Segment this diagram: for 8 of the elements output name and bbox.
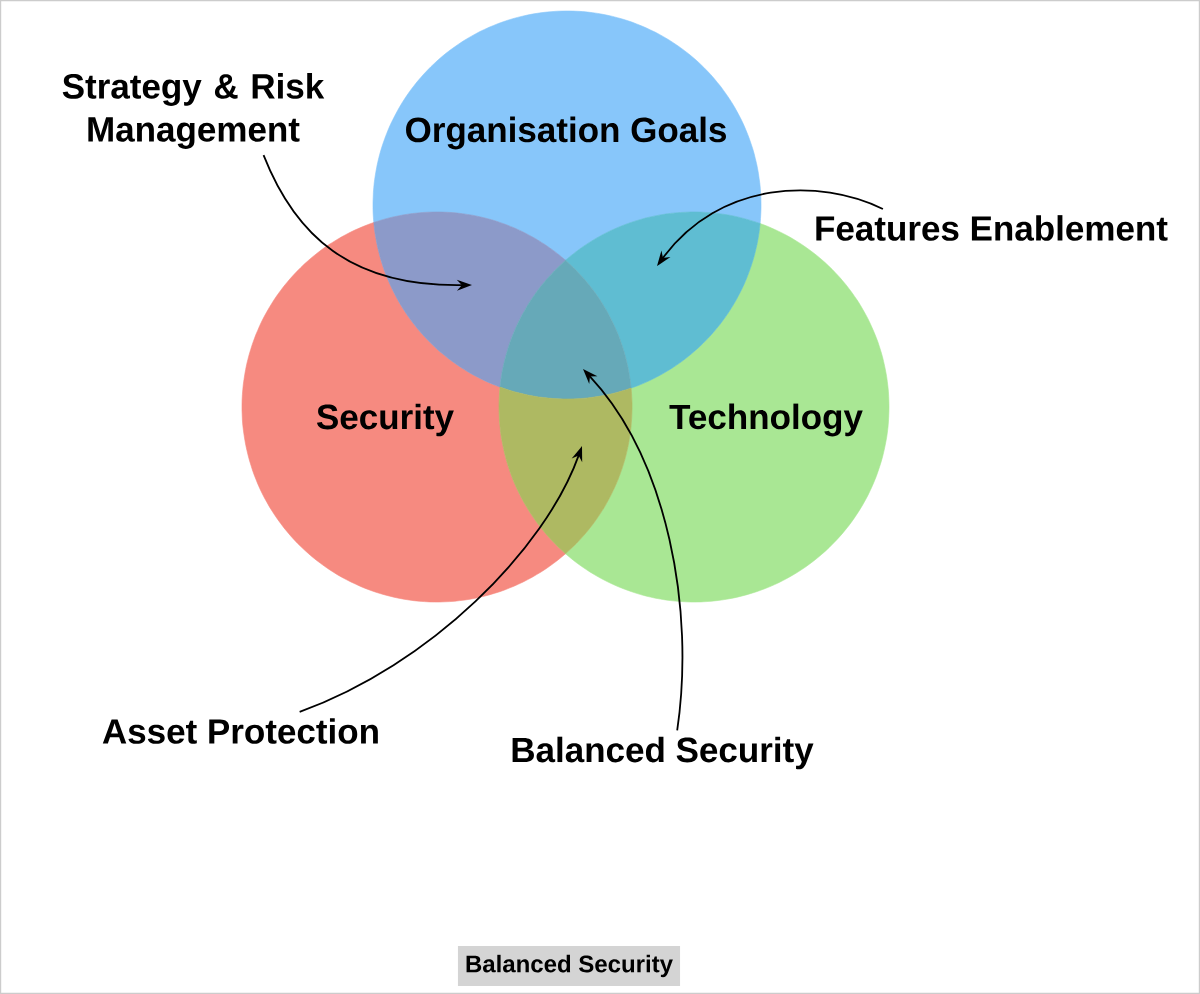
overlap-region bbox=[499, 260, 632, 400]
leader-label: Strategy & Risk Management bbox=[62, 73, 325, 149]
caption: Balanced Security bbox=[457, 946, 681, 986]
overlap-region bbox=[498, 386, 633, 554]
leader-label: Balanced Security bbox=[512, 736, 814, 770]
overlap-region bbox=[373, 211, 566, 388]
overlap-region bbox=[565, 211, 761, 389]
leader-label: Asset Protection bbox=[102, 718, 378, 744]
